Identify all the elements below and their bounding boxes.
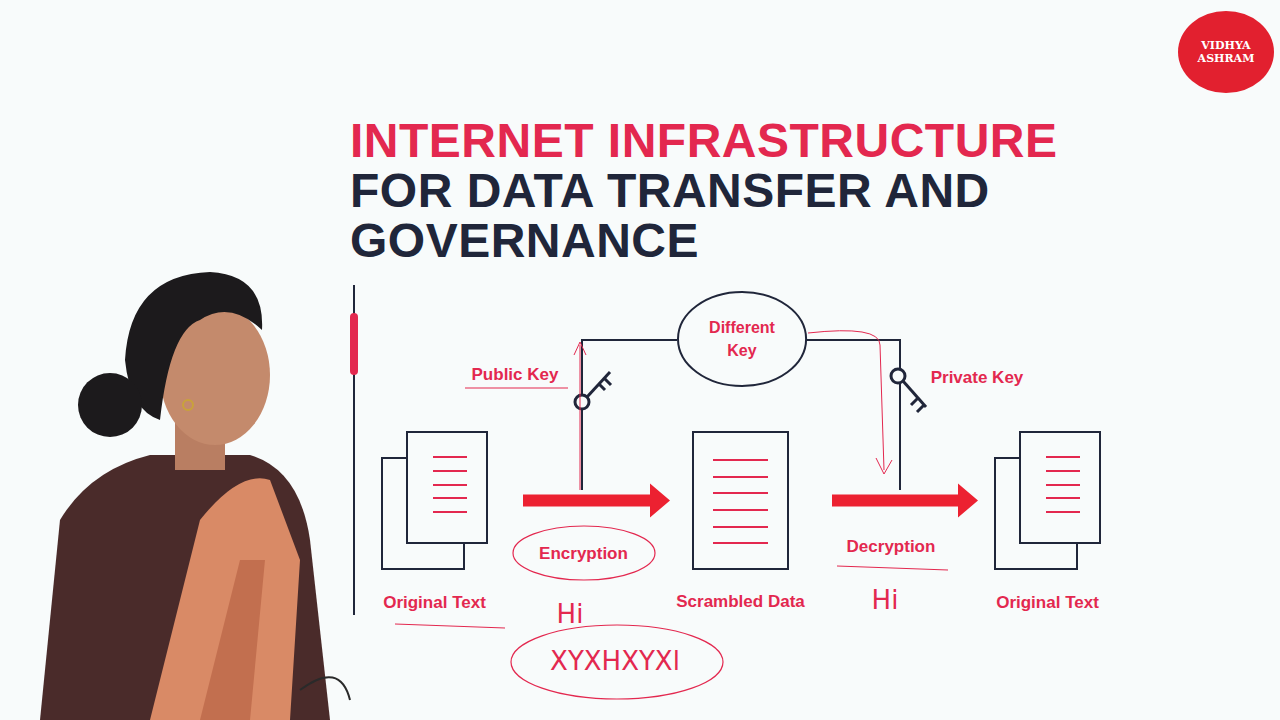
text-line — [433, 484, 467, 486]
flow-arrow — [523, 484, 670, 518]
flow-arrow — [832, 484, 978, 518]
hand-arrow — [808, 331, 892, 474]
ellipse-outline — [677, 291, 807, 387]
text-line — [713, 542, 768, 544]
text-line — [713, 509, 768, 511]
document-icon — [994, 431, 1101, 570]
hand-underline — [837, 566, 948, 570]
handwritten-note: XYXHXYXl — [550, 646, 680, 676]
document-icon — [692, 431, 789, 570]
hand-circle — [511, 625, 723, 699]
handwritten-note: Hi — [872, 585, 899, 615]
text-line — [1046, 470, 1080, 472]
document-node: Original Text — [994, 431, 1101, 570]
text-line — [713, 492, 768, 494]
key-label: Public Key — [472, 365, 559, 385]
text-line — [1046, 456, 1080, 458]
hand-arrow — [574, 342, 586, 490]
logo-text: VIDHYA ASHRAM — [1195, 39, 1257, 65]
slide-title: INTERNET INFRASTRUCTURE FOR DATA TRANSFE… — [350, 116, 1130, 266]
key-ellipse: Different Key — [677, 291, 807, 387]
document-icon — [381, 431, 488, 570]
handwritten-note: Hi — [557, 599, 584, 629]
key-wire — [807, 340, 900, 490]
edge-label: Encryption — [539, 544, 628, 564]
text-line — [433, 497, 467, 499]
text-line — [713, 459, 768, 461]
document-caption: Original Text — [383, 593, 486, 613]
sheet — [407, 432, 487, 543]
key-icon — [891, 369, 926, 412]
hand-underline — [395, 624, 505, 628]
key-label: Different Key — [699, 316, 785, 362]
hand-circle — [513, 526, 655, 580]
text-line — [433, 456, 467, 458]
document-caption: Original Text — [996, 593, 1099, 613]
key-label: Private Key — [931, 368, 1024, 388]
text-line — [1046, 497, 1080, 499]
document-caption: Scrambled Data — [676, 592, 805, 612]
text-line — [713, 526, 768, 528]
text-line — [713, 476, 768, 478]
divider-accent — [350, 313, 358, 375]
logo-badge: VIDHYA ASHRAM — [1178, 11, 1274, 93]
key-wire — [582, 340, 677, 490]
text-line — [433, 511, 467, 513]
text-line — [433, 470, 467, 472]
document-node: Scrambled Data — [692, 431, 789, 570]
text-line — [1046, 511, 1080, 513]
text-line — [1046, 484, 1080, 486]
document-node: Original Text — [381, 431, 488, 570]
hand-underline — [465, 387, 568, 388]
presenter-figure — [40, 272, 350, 720]
edge-label: Decryption — [847, 537, 936, 557]
sheet — [693, 432, 788, 569]
sheet — [1020, 432, 1100, 543]
